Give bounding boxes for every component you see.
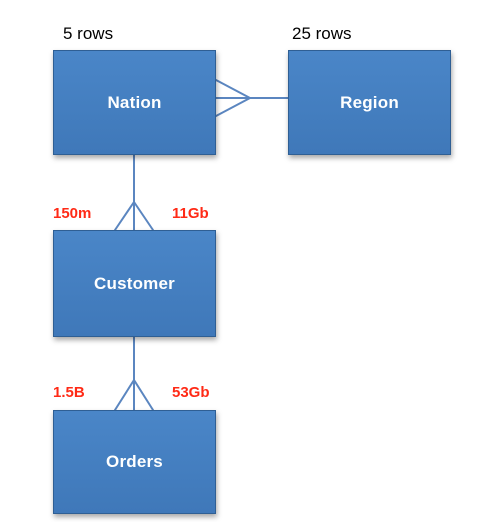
entity-region[interactable]: Region [288, 50, 451, 155]
customer-orders-crowfoot-left [114, 379, 135, 411]
entity-region-label: Region [340, 92, 399, 112]
entity-customer[interactable]: Customer [53, 230, 216, 337]
region-row-count: 25 rows [292, 24, 352, 43]
entity-orders[interactable]: Orders [53, 410, 216, 514]
orders-data-size: 53Gb [172, 384, 210, 401]
entity-nation[interactable]: Nation [53, 50, 216, 155]
nation-row-count: 5 rows [63, 24, 114, 43]
orders-row-count: 1.5B [53, 384, 85, 401]
entity-nation-label: Nation [107, 92, 162, 112]
customer-orders-crowfoot-right [133, 379, 154, 411]
customer-data-size: 11Gb [172, 205, 209, 222]
customer-row-count: 150m [53, 205, 92, 222]
entity-orders-label: Orders [106, 452, 163, 471]
entity-customer-label: Customer [94, 273, 175, 293]
nation-customer-crowfoot-left [114, 201, 135, 231]
nation-region-crowfoot-bottom [215, 97, 251, 117]
nation-customer-crowfoot-right [133, 201, 154, 231]
nation-region-crowfoot-top [215, 79, 251, 99]
